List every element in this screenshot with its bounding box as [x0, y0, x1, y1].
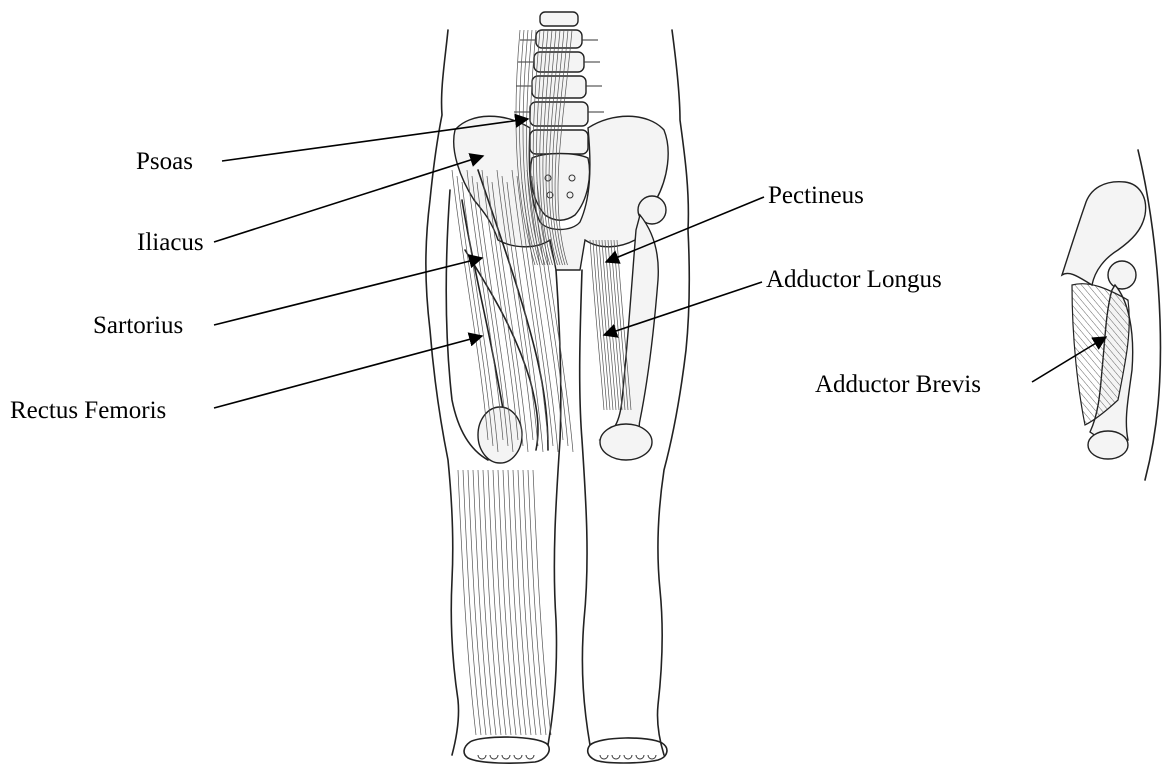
label-adductor-brevis: Adductor Brevis [815, 371, 981, 398]
muscle-fiber [537, 182, 573, 452]
leader-sartorius [214, 258, 482, 325]
muscle-fiber [596, 240, 610, 410]
label-psoas: Psoas [136, 148, 193, 175]
muscle-fiber [590, 240, 604, 410]
lower-leg-muscles [458, 470, 551, 735]
muscle-fiber [611, 240, 625, 410]
muscle-fiber [599, 240, 613, 410]
muscle-fiber [458, 470, 476, 735]
inset-hip-illustration [1062, 150, 1160, 480]
label-adductor-longus: Adductor Longus [766, 266, 942, 293]
main-legs-illustration [426, 12, 689, 763]
label-rectus-femoris: Rectus Femoris [10, 397, 166, 424]
leader-iliacus [214, 156, 483, 242]
leader-adductor-longus [604, 282, 762, 335]
label-iliacus: Iliacus [137, 229, 204, 256]
muscle-fiber [614, 240, 628, 410]
leader-rectus-femoris [214, 336, 482, 408]
muscle-fiber [605, 240, 619, 410]
muscle-fiber [593, 240, 607, 410]
muscle-fiber [602, 240, 616, 410]
inset-labels: Adductor Brevis [815, 337, 1106, 398]
label-pectineus: Pectineus [768, 182, 864, 209]
label-sartorius: Sartorius [93, 312, 183, 339]
muscle-fiber [608, 240, 622, 410]
